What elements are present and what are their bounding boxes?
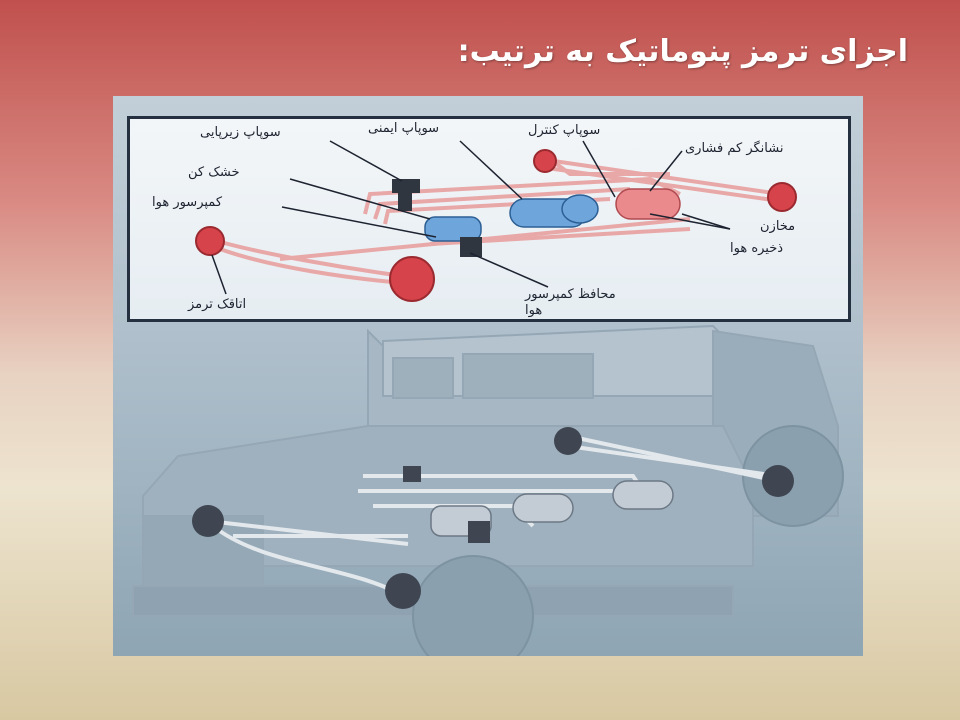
slide-title: اجزای ترمز پنوماتیک به ترتیب: <box>457 34 908 69</box>
label-compressor-governor-line2: هوا <box>525 303 543 318</box>
label-control-valve: سوپاپ کنترل <box>528 123 601 138</box>
label-air-tanks-line2: ذخیره هوا <box>730 241 784 256</box>
label-low-pressure-indicator: نشانگر کم فشاری <box>685 141 784 156</box>
label-dryer: خشک کن <box>188 165 240 180</box>
label-safety-valve: سوپاپ ایمنی <box>368 121 440 136</box>
label-air-compressor: کمپرسور هوا <box>152 195 223 210</box>
inset-system-drawing <box>195 140 797 302</box>
pneumatic-brake-figure: سوپاپ زیرپایی سوپاپ ایمنی سوپاپ کنترل نش… <box>113 96 863 656</box>
inset-diagram: سوپاپ زیرپایی سوپاپ ایمنی سوپاپ کنترل نش… <box>127 116 851 322</box>
label-brake-chamber: اتاقک ترمز <box>188 297 247 312</box>
label-compressor-governor-line1: محافظ کمپرسور <box>525 287 616 302</box>
truck-illustration <box>132 324 844 656</box>
label-air-tanks-line1: مخازن <box>760 219 796 234</box>
label-brake-valve: سوپاپ زیرپایی <box>200 125 281 140</box>
